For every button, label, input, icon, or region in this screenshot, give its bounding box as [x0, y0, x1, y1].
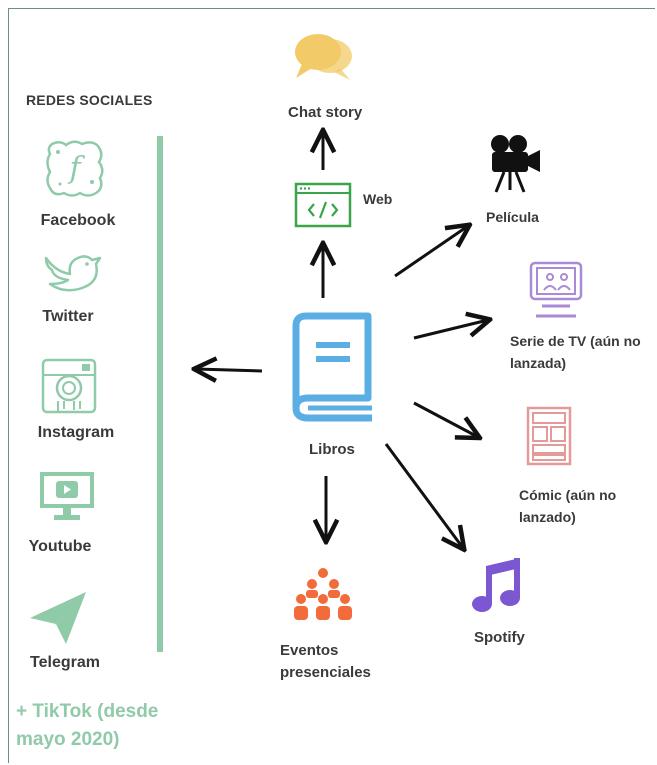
- node-chat-story: Chat story: [288, 104, 363, 121]
- arrow-to-pelicula: [394, 226, 468, 278]
- social-title: REDES SOCIALES: [26, 92, 153, 108]
- node-spotify: Spotify: [474, 629, 525, 646]
- social-item-facebook: Facebook: [40, 212, 116, 229]
- arrow-to-social: [196, 369, 263, 371]
- node-comic: Cómic (aún no lanzado): [519, 487, 617, 525]
- youtube-icon: [40, 472, 94, 520]
- music-note-icon: [472, 558, 520, 612]
- social-item-telegram: Telegram: [30, 654, 100, 671]
- diagram-frame: [8, 8, 655, 763]
- film-camera-icon: [491, 135, 540, 193]
- instagram-icon: [41, 358, 97, 414]
- twitter-icon: [44, 255, 102, 292]
- web-browser-icon: [294, 182, 352, 228]
- node-pelicula: Película: [486, 209, 539, 225]
- node-serie: Serie de TV (aún no lanzada): [510, 333, 641, 371]
- arrow-to-comic: [413, 401, 478, 437]
- social-item-instagram: Instagram: [37, 424, 115, 441]
- comic-icon: [526, 406, 572, 466]
- telegram-icon: [30, 592, 86, 644]
- chat-bubbles-icon: [295, 34, 352, 80]
- book-icon: [292, 312, 372, 422]
- node-web: Web: [363, 191, 393, 207]
- arrow-to-spotify: [384, 443, 463, 548]
- tv-icon: [529, 261, 583, 318]
- social-item-youtube: Youtube: [28, 538, 92, 555]
- people-group-icon: [294, 568, 352, 620]
- tiktok-note: + TikTok (desde mayo 2020): [16, 701, 159, 750]
- facebook-icon: f: [46, 140, 104, 197]
- center-label: Libros: [309, 441, 355, 458]
- social-item-twitter: Twitter: [42, 308, 94, 325]
- node-eventos: Eventos presenciales: [280, 642, 371, 681]
- arrow-to-serie: [413, 320, 488, 340]
- social-divider-bar: [157, 136, 163, 652]
